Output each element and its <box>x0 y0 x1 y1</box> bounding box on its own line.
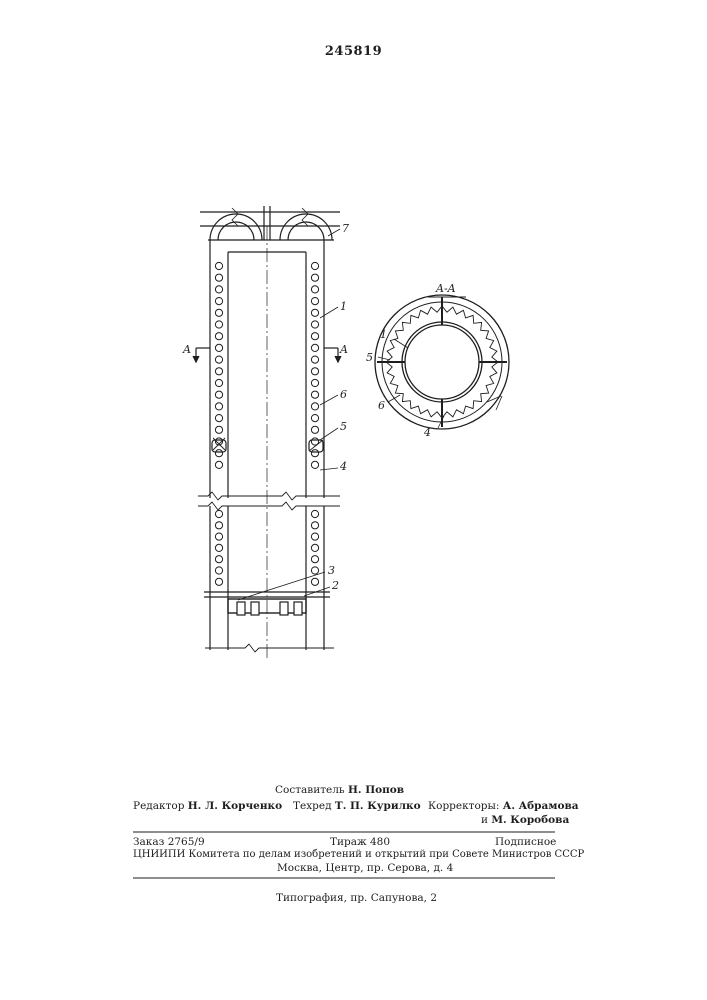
printing-house: Типография, пр. Сапунова, 2 <box>276 892 437 904</box>
institute: ЦНИИПИ Комитета по делам изобретений и о… <box>133 849 584 860</box>
address: Москва, Центр, пр. Серова, д. 4 <box>277 862 453 874</box>
subscription: Подписное <box>495 836 556 848</box>
order-number: Заказ 2765/9 <box>133 836 205 848</box>
circulation: Тираж 480 <box>330 836 390 848</box>
